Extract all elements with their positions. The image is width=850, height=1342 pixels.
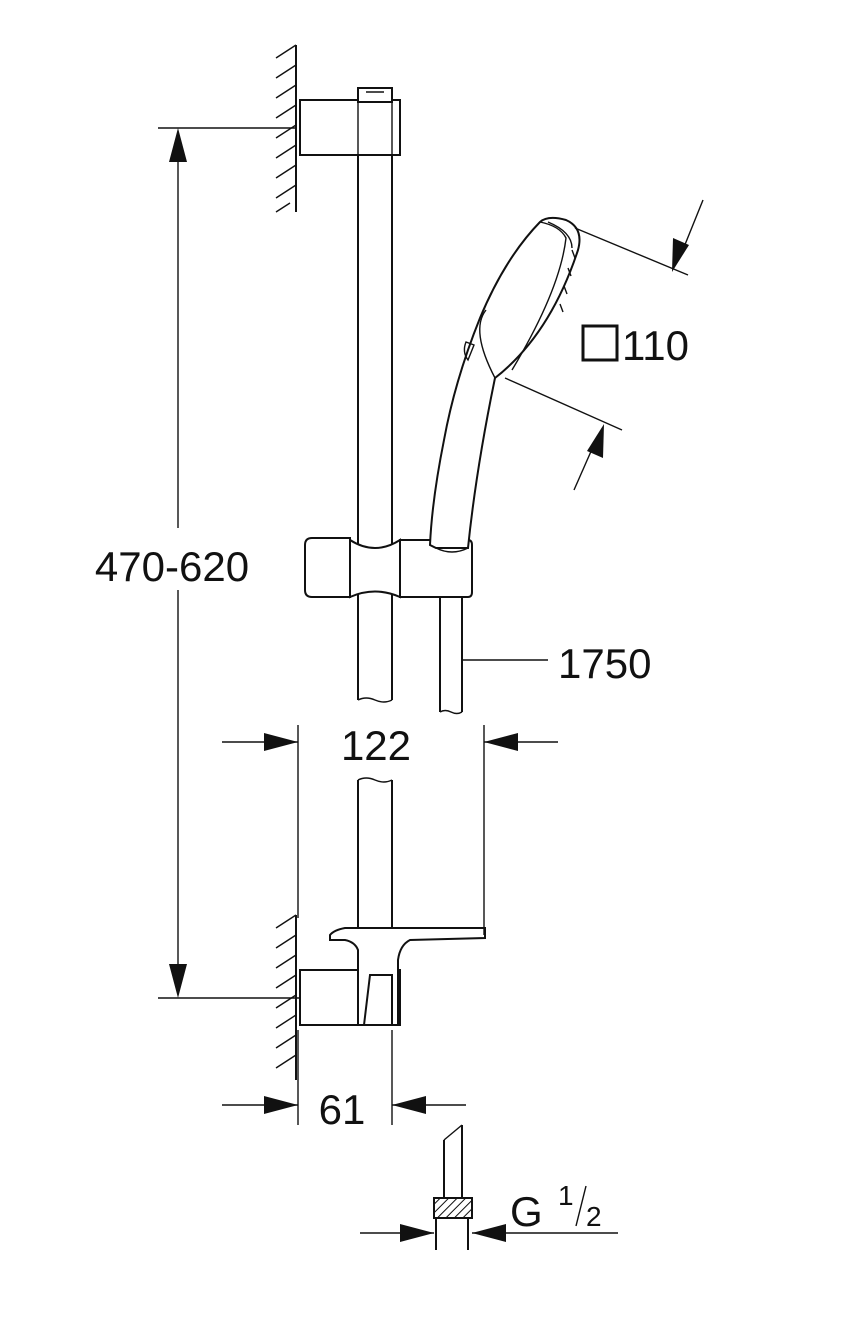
dimension-rail-offset	[222, 725, 558, 935]
dimension-wall-depth	[222, 1030, 466, 1125]
rail-offset-label: 122	[341, 722, 411, 769]
shower-hose	[439, 597, 463, 715]
hose-connection	[433, 1124, 473, 1250]
thread-denominator: 2	[586, 1201, 602, 1232]
thread-label: G	[510, 1188, 543, 1235]
thread-main: G	[510, 1188, 543, 1235]
square-symbol-icon	[581, 324, 619, 362]
lower-wall-bracket	[299, 927, 486, 1026]
rail-length-label: 470-620	[95, 543, 249, 590]
wall-depth-label: 61	[319, 1086, 366, 1133]
dimension-rail-length	[158, 127, 300, 999]
hand-shower	[428, 216, 581, 553]
spray-face-label: 110	[622, 322, 689, 369]
sliding-holder	[304, 537, 473, 599]
thread-fraction-slash	[575, 1185, 587, 1227]
dimension-spray-face	[504, 199, 704, 491]
lower-wall-hatching	[275, 914, 297, 1080]
thread-numerator: 1	[558, 1180, 574, 1211]
dimension-thread	[360, 1224, 618, 1242]
upper-wall-bracket	[299, 87, 401, 156]
hose-length-label: 1750	[558, 640, 651, 687]
